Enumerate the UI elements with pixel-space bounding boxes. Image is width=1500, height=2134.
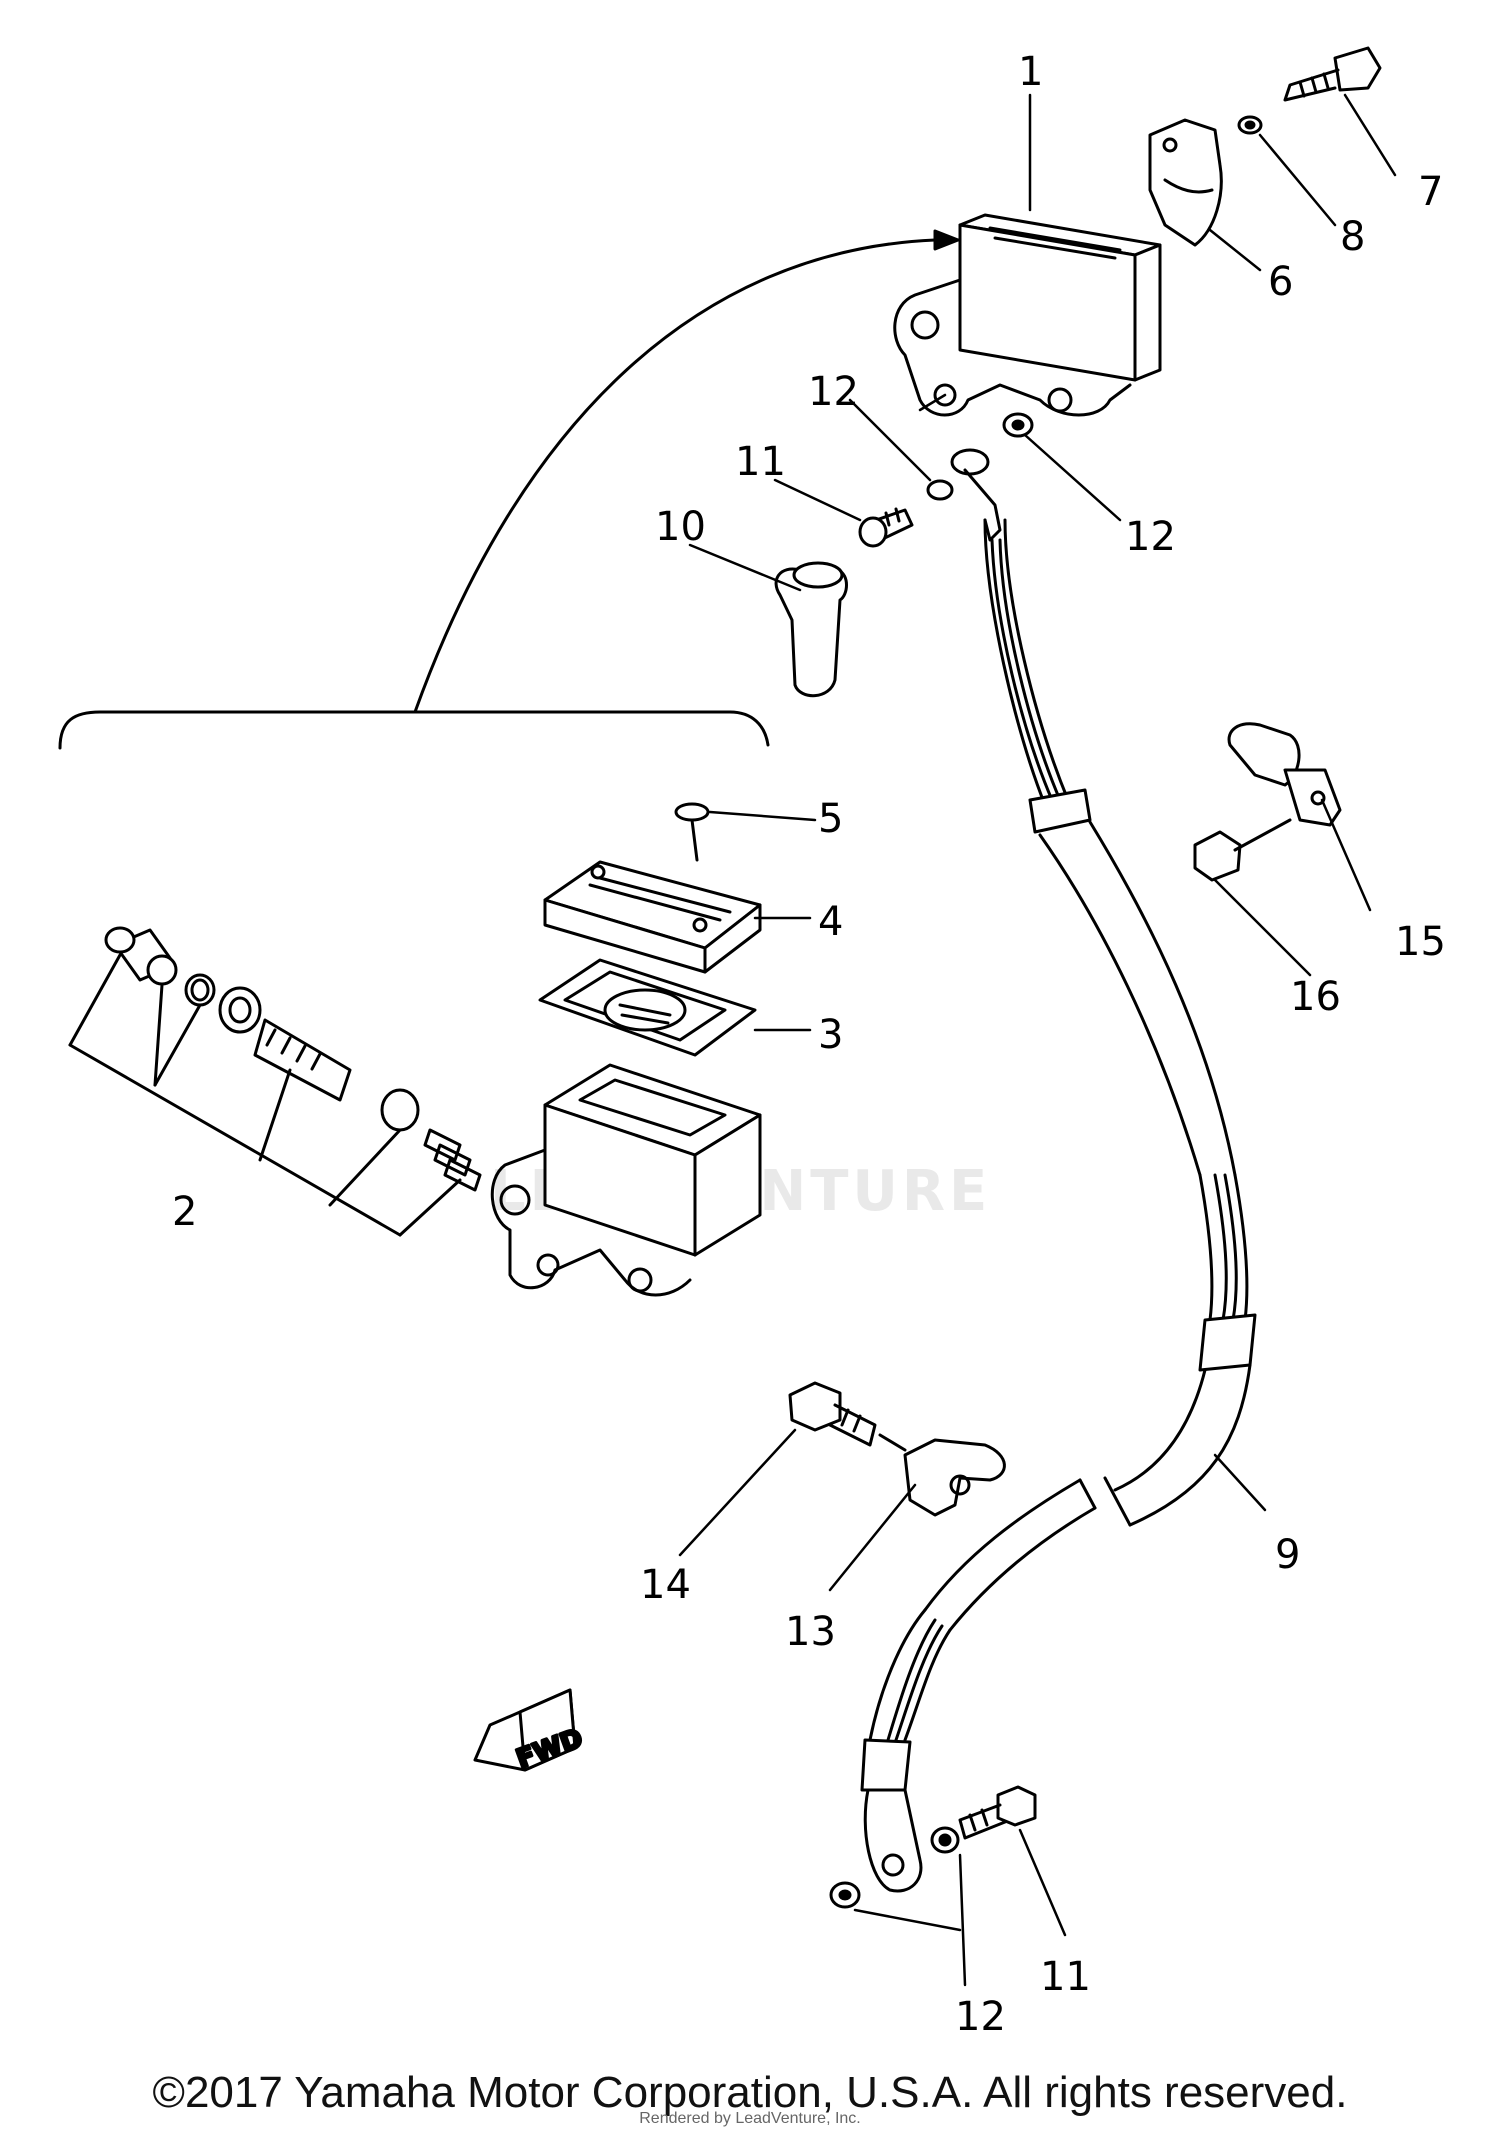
piston-kit-part-2 — [68, 926, 482, 1237]
washer-part-12-bottom-left — [829, 1881, 861, 1909]
callout-4: 4 — [818, 899, 843, 945]
washer-part-8 — [1237, 115, 1263, 135]
bolt-part-14 — [788, 1381, 907, 1452]
callout-9: 9 — [1275, 1532, 1300, 1578]
callout-11-top: 11 — [735, 439, 786, 485]
rendered-by-notice: Rendered by LeadVenture, Inc. — [639, 2110, 861, 2127]
callout-16: 16 — [1290, 974, 1341, 1020]
washer-part-12-bottom-right — [930, 1826, 960, 1854]
master-cylinder-assembly — [893, 213, 1162, 417]
master-cylinder-body — [490, 1063, 762, 1297]
callout-5: 5 — [818, 796, 843, 842]
callout-14: 14 — [640, 1562, 691, 1608]
holder-part-6 — [1148, 118, 1223, 247]
callout-1: 1 — [1018, 49, 1043, 95]
callout-12-top-left: 12 — [808, 369, 859, 415]
callout-12-top-right: 12 — [1125, 514, 1176, 560]
callout-3: 3 — [818, 1012, 843, 1058]
screw-part-5 — [674, 802, 710, 862]
brake-hose-part-9 — [860, 448, 1257, 1893]
bolt-part-7 — [1283, 46, 1382, 102]
callout-6: 6 — [1268, 259, 1293, 305]
callout-15: 15 — [1395, 919, 1446, 965]
clamp-part-13 — [903, 1438, 1006, 1517]
cap-part-10 — [774, 561, 848, 698]
callout-11-bottom: 11 — [1040, 1954, 1091, 2000]
reservoir-cap-part-4 — [543, 860, 762, 974]
callout-2: 2 — [172, 1189, 197, 1235]
callout-13: 13 — [785, 1609, 836, 1655]
clamp-part-15 — [1227, 722, 1342, 827]
callout-8: 8 — [1340, 214, 1365, 260]
washer-part-12-top-left — [926, 479, 954, 501]
callout-10: 10 — [655, 504, 706, 550]
leader-lines — [678, 93, 1397, 1987]
bolt-part-11-bottom — [958, 1785, 1037, 1840]
diaphragm-part-3 — [538, 958, 757, 1057]
forward-arrow-icon: FWD — [473, 1688, 588, 1776]
callout-12-bottom: 12 — [955, 1994, 1006, 2040]
detail-bracket — [58, 710, 770, 750]
bolt-part-11-top — [858, 507, 914, 548]
copyright-notice: ©2017 Yamaha Motor Corporation, U.S.A. A… — [152, 2068, 1348, 2117]
bolt-part-16 — [1193, 818, 1292, 882]
callout-labels: 1 2 3 4 5 6 7 8 9 10 11 11 12 12 12 13 1… — [172, 49, 1446, 2040]
callout-7: 7 — [1418, 169, 1443, 215]
washer-part-12-top-right — [1002, 412, 1034, 438]
assembly-arrow — [413, 229, 960, 714]
